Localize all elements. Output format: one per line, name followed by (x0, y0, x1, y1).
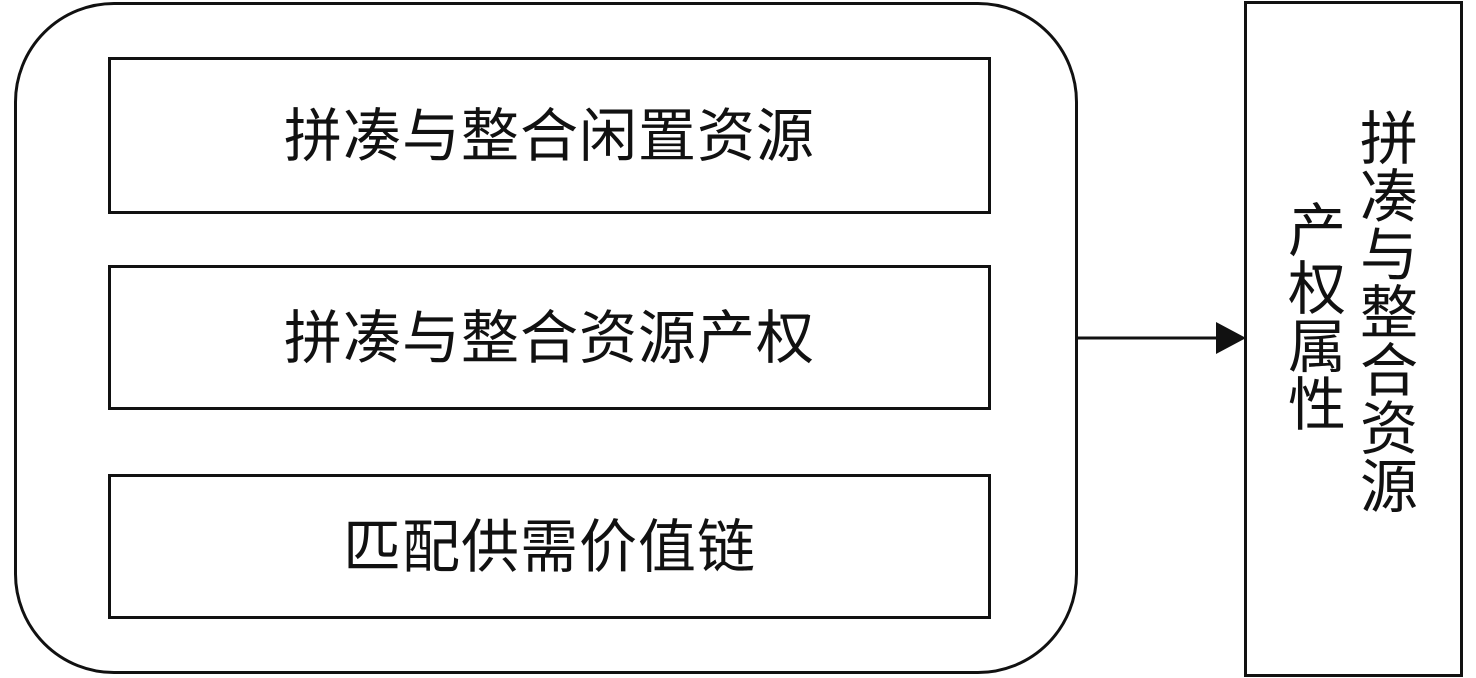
item-label: 拼凑与整合闲置资源 (283, 101, 815, 170)
result-text-line-2: 产权属性 (1278, 200, 1346, 432)
item-box-value-chain: 匹配供需价值链 (108, 474, 991, 619)
item-label: 匹配供需价值链 (342, 512, 756, 581)
arrow-head (1216, 322, 1246, 354)
result-text-line-1: 拼凑与整合资源 (1350, 108, 1418, 514)
right-arrow (1078, 322, 1246, 354)
left-group-rounded-box (14, 2, 1078, 674)
item-label: 拼凑与整合资源产权 (283, 303, 815, 372)
item-box-idle-resources: 拼凑与整合闲置资源 (108, 57, 991, 214)
item-box-resource-property-rights: 拼凑与整合资源产权 (108, 265, 991, 410)
result-box-property-attributes: 拼凑与整合资源 产权属性 (1244, 1, 1463, 677)
